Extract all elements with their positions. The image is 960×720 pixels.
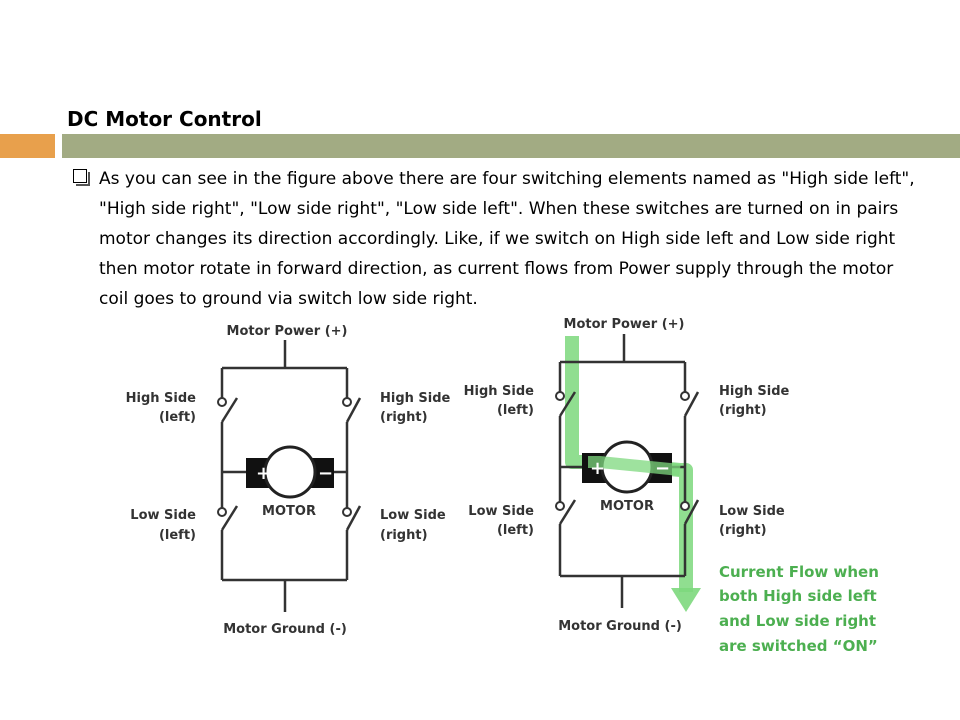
current-flow-note: Current Flow when both High side left an…	[719, 563, 879, 655]
motor-ground-label-right: Motor Ground (-)	[558, 619, 682, 634]
checkbox-bullet-icon	[73, 169, 90, 186]
motor-label-left: MOTOR	[262, 504, 316, 519]
low-side-left-label-right-diagram: Low Side	[468, 504, 534, 519]
high-side-right-label: High Side	[380, 391, 451, 406]
low-side-right-sublabel: (right)	[380, 528, 428, 543]
motor-plus-terminal-left: +	[256, 463, 271, 484]
high-side-right-label-right-diagram: High Side	[719, 384, 790, 399]
high-side-left-label-right-diagram: High Side	[464, 384, 535, 399]
slide-title: DC Motor Control	[67, 107, 262, 131]
accent-bar-orange	[0, 134, 55, 158]
h-bridge-diagrams: + − MOTOR Motor Power (+) Motor Ground (…	[126, 317, 879, 655]
accent-bar-green	[62, 134, 960, 158]
bullet-paragraph: As you can see in the figure above there…	[99, 169, 915, 309]
low-side-right-label-right-diagram: Low Side	[719, 504, 785, 519]
low-side-left-sublabel-right-diagram: (left)	[497, 523, 534, 538]
flow-note-line-3: and Low side right	[719, 612, 876, 630]
motor-label-right: MOTOR	[600, 499, 654, 514]
flow-note-line-2: both High side left	[719, 587, 877, 605]
motor-power-label-left: Motor Power (+)	[227, 324, 348, 339]
low-side-left-label: Low Side	[130, 508, 196, 523]
h-bridge-right	[558, 334, 700, 608]
high-side-right-sublabel-right-diagram: (right)	[719, 403, 767, 418]
low-side-right-label: Low Side	[380, 508, 446, 523]
motor-right: + − MOTOR	[582, 440, 681, 514]
motor-minus-terminal-left: −	[318, 463, 333, 484]
motor-ground-label-left: Motor Ground (-)	[223, 622, 347, 637]
switch-contacts-right	[555, 391, 690, 511]
h-bridge-left	[220, 340, 362, 612]
flow-note-line-1: Current Flow when	[719, 563, 879, 581]
high-side-right-sublabel: (right)	[380, 410, 428, 425]
motor-plus-terminal-right: +	[590, 458, 605, 479]
high-side-left-sublabel-right-diagram: (left)	[497, 403, 534, 418]
high-side-left-sublabel: (left)	[159, 410, 196, 425]
motor-left: + − MOTOR	[246, 445, 334, 519]
switch-contacts-left	[217, 397, 352, 517]
motor-power-label-right: Motor Power (+)	[564, 317, 685, 332]
motor-minus-terminal-right: −	[655, 458, 670, 479]
high-side-left-label: High Side	[126, 391, 197, 406]
flow-note-line-4: are switched “ON”	[719, 637, 878, 655]
low-side-right-sublabel-right-diagram: (right)	[719, 523, 767, 538]
low-side-left-sublabel: (left)	[159, 528, 196, 543]
